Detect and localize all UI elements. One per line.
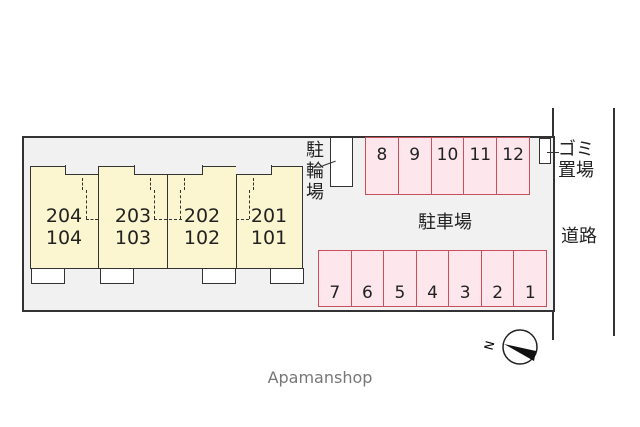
balcony [270,268,304,284]
parking-space: 8 [366,138,399,194]
watermark: Apamanshop [267,368,373,387]
garbage-label: ゴミ置場 [558,139,594,181]
parking-space: 6 [352,251,385,306]
stair-line [154,219,182,220]
parking-space: 1 [524,283,536,303]
stair-line [82,178,83,190]
balcony [100,268,134,284]
unit-204-104 [30,165,99,269]
unit-202-102 [167,165,237,269]
bicycle-parking-label: 駐輪場 [306,140,324,203]
parking-space: 3 [449,251,482,306]
parking-label: 駐車場 [418,212,472,233]
stair-line [253,178,254,190]
parking-space: 10 [432,138,465,194]
balcony [31,268,65,284]
stair-line [154,190,155,219]
balcony [202,268,236,284]
stair-line [249,190,250,219]
stair-line [150,178,151,190]
north-label: N [482,339,498,351]
road-line-right [613,108,615,336]
parking-row-bottom: 7 6 5 4 3 2 1 [318,250,547,307]
stair-line [236,219,249,220]
stair-line [184,178,185,190]
road-label: 道路 [561,226,597,247]
parking-space: 11 [464,138,498,194]
garbage-area [539,138,551,164]
leader-line [547,152,559,153]
parking-space: 2 [482,251,515,306]
parking-space: 7 [319,251,352,306]
parking-space: 12 [502,145,524,165]
parking-space: 5 [384,251,417,306]
stair-line [86,219,98,220]
unit-201-101 [236,165,303,269]
parking-row-top: 8 9 10 11 12 [365,137,530,195]
compass-icon: N [482,329,538,365]
parking-space: 9 [399,138,432,194]
stair-line [180,190,181,219]
stair-line [86,190,87,219]
bicycle-parking [330,137,353,187]
parking-space: 4 [417,251,450,306]
